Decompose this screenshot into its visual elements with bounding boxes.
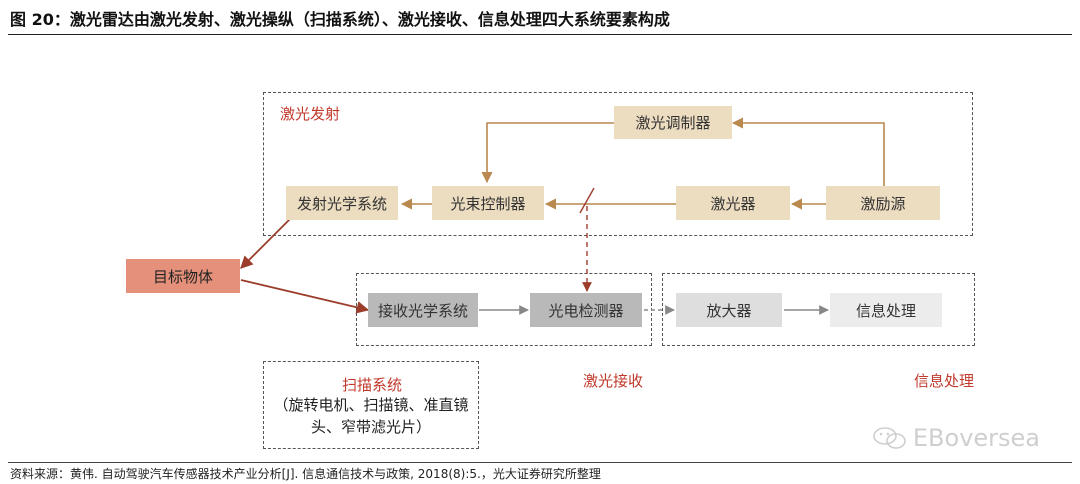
wechat-icon <box>873 427 906 449</box>
arrow-target-to-receive-optics <box>240 279 370 314</box>
excitation-source-node: 激励源 <box>826 186 940 220</box>
laser-node: 激光器 <box>676 186 790 220</box>
beam-controller-node: 光束控制器 <box>432 186 544 220</box>
beam-split-mark <box>579 187 595 214</box>
laser-modulator-node: 激光调制器 <box>614 106 732 139</box>
photodetector-node: 光电检测器 <box>530 293 642 327</box>
amplifier-node: 放大器 <box>676 293 782 327</box>
emit-optics-node: 发射光学系统 <box>286 186 398 220</box>
scan-components-line1: （旋转电机、扫描镜、准直镜 <box>273 396 469 414</box>
footer-divider <box>8 462 1072 463</box>
source-note: 资料来源：黄伟. 自动驾驶汽车传感器技术产业分析[J]. 信息通信技术与政策, … <box>10 467 601 481</box>
laser-receive-label: 激光接收 <box>583 372 644 390</box>
scan-system-group <box>263 361 479 449</box>
arrow-modulator-to-beam-controller <box>481 122 614 184</box>
scan-system-components: （旋转电机、扫描镜、准直镜 头、窄带滤光片） <box>270 394 472 438</box>
arrow-excitation-to-modulator <box>731 117 885 186</box>
scan-system-label: 扫描系统 <box>342 376 403 394</box>
info-processing-label: 信息处理 <box>914 372 975 390</box>
watermark: EBoversea <box>873 424 1040 452</box>
laser-emission-label: 激光发射 <box>280 105 341 123</box>
info-processing-group <box>662 273 975 346</box>
receive-optics-node: 接收光学系统 <box>368 293 478 327</box>
arrow-emit-optics-to-target <box>240 218 291 269</box>
laser-emission-group <box>263 92 973 236</box>
title-divider <box>8 34 1072 35</box>
info-processing-node: 信息处理 <box>830 293 942 327</box>
figure-title: 图 20：激光雷达由激光发射、激光操纵（扫描系统）、激光接收、信息处理四大系统要… <box>10 10 670 29</box>
watermark-text: EBoversea <box>912 424 1040 452</box>
scan-components-line2: 头、窄带滤光片） <box>310 418 431 436</box>
target-object-node: 目标物体 <box>126 259 240 293</box>
